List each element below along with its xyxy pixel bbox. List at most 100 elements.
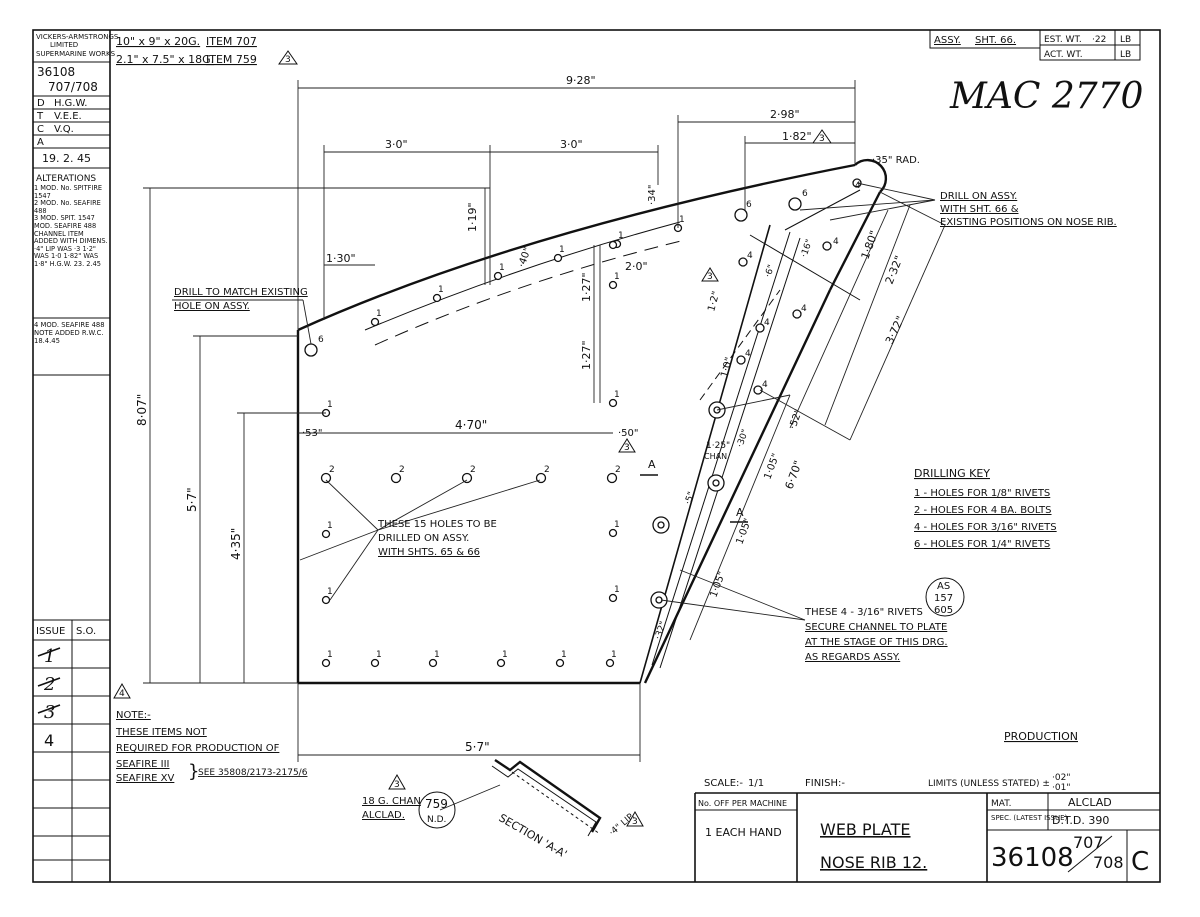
- as-line3: 605: [934, 605, 953, 616]
- svg-text:2: 2: [615, 465, 621, 475]
- revision-triangle-icon: [388, 773, 406, 790]
- note-rivets-3: AT THE STAGE OF THIS DRG.: [805, 637, 948, 648]
- issue-4: 4: [44, 731, 54, 750]
- signoff-a-key: A: [37, 137, 44, 148]
- dim-40: ·40": [516, 246, 533, 269]
- rivet-hole-icon: 1: [553, 245, 565, 263]
- svg-text:1: 1: [561, 650, 567, 660]
- rivet-hole-icon: 1: [605, 650, 617, 668]
- quarter-rivet-hole-icon: 6: [788, 189, 808, 211]
- revision-triangle-icon: [278, 50, 298, 65]
- note-line4: SEAFIRE XV: [116, 773, 175, 784]
- dim-chan: CHAN: [704, 452, 727, 461]
- revision-triangle-icon: [626, 810, 644, 827]
- notes: DRILL TO MATCH EXISTING HOLE ON ASSY. DR…: [113, 191, 1117, 829]
- svg-text:4: 4: [833, 237, 839, 247]
- alteration-2: 2 MOD. No. SEAFIRE 488: [34, 199, 101, 215]
- note-drill-match-1: DRILL TO MATCH EXISTING: [174, 287, 308, 298]
- svg-text:4: 4: [801, 304, 807, 314]
- item-bubble: [418, 791, 456, 829]
- scale-value: 1/1: [748, 778, 764, 789]
- note-drill-assy-1: DRILL ON ASSY.: [940, 191, 1017, 202]
- note-rivets-4: AS REGARDS ASSY.: [805, 652, 900, 663]
- dimension-lines: [143, 80, 946, 762]
- drilling-key-item-4: 6 - HOLES FOR 1/4" RIVETS: [914, 539, 1050, 550]
- limits-plus: ·02": [1052, 773, 1070, 783]
- revision-triangle-icon: [113, 682, 131, 699]
- assy-value: SHT. 66.: [975, 35, 1016, 46]
- rivet-hole-icon: 4: [736, 349, 751, 365]
- rivet-hole-icon: 4: [755, 318, 770, 333]
- quarter-rivet-hole-icon: 6: [734, 200, 752, 222]
- rivet-hole-icon: 1: [608, 390, 620, 408]
- signoff-d-key: D: [37, 98, 45, 109]
- note-drill-assy-2: WITH SHT. 66 &: [940, 204, 1019, 215]
- note-fifteen-2: DRILLED ON ASSY.: [378, 533, 469, 544]
- part-title-2: NOSE RIB 12.: [820, 853, 927, 872]
- note-rivets-1: THESE 4 - 3/16" RIVETS: [804, 607, 923, 618]
- spec-value: D.T.D. 390: [1052, 814, 1109, 827]
- alteration-3: 3 MOD. SPIT. 1547 MOD. SEAFIRE 488 CHANN…: [34, 214, 108, 268]
- web-plate: [296, 158, 888, 685]
- as-line2: 157: [934, 593, 953, 604]
- rivet-hole-icon: [608, 240, 618, 250]
- sidebar-drawing-no: 36108: [37, 65, 75, 79]
- dim-3-0-a: 3·0": [385, 138, 408, 151]
- rivet-hole-icon: 1: [370, 309, 382, 327]
- dim-16: ·16": [799, 238, 815, 259]
- svg-text:4: 4: [119, 689, 125, 699]
- sidebar-date: 19. 2. 45: [42, 152, 91, 165]
- dim-1-19: 1·19": [466, 202, 479, 232]
- channel-rivet-icon: [652, 516, 670, 534]
- svg-text:2: 2: [329, 465, 335, 475]
- dim-1-30: 1·30": [326, 252, 356, 265]
- rivet-hole-icon: 1: [555, 650, 567, 668]
- alteration-4-box: 4 MOD. SEAFIRE 488 NOTE ADDED R.W.C. 18.…: [34, 321, 105, 345]
- sidebar-drawing-sub: 707/708: [48, 80, 98, 94]
- dim-2-0: 2·0": [625, 260, 648, 273]
- dim-5: ·5": [683, 491, 697, 506]
- production-label: PRODUCTION: [1004, 730, 1078, 743]
- scale-label: SCALE:-: [704, 778, 743, 789]
- revision-triangle-icon: [618, 438, 636, 453]
- dim-1-05-c: 1·05": [708, 570, 728, 599]
- material-line2: 2.1" x 7.5" x 18G.: [116, 53, 214, 66]
- bubble-nd: N.D.: [427, 815, 446, 825]
- dim-1-27-b: 1·27": [580, 340, 593, 370]
- note-brace: }: [188, 761, 199, 782]
- assy-label: ASSY.: [934, 35, 961, 46]
- svg-text:1: 1: [499, 263, 505, 273]
- dim-overall-width: 9·28": [566, 74, 596, 87]
- chan-label-1: 18 G. CHAN: [362, 796, 421, 807]
- chan-label-2: ALCLAD.: [362, 810, 405, 821]
- leader-lines: [172, 182, 936, 811]
- dim-1-2: 1·2": [706, 290, 722, 313]
- mat-value: ALCLAD: [1068, 796, 1112, 809]
- material-item1: ITEM 707: [206, 35, 257, 48]
- svg-text:3: 3: [632, 817, 638, 827]
- rivet-hole-icon: 1: [321, 650, 333, 668]
- svg-text:4: 4: [764, 318, 770, 328]
- rivet-hole-icon: 1: [608, 272, 620, 290]
- as-bubble: [925, 577, 965, 617]
- limits-minus: ·01": [1052, 783, 1070, 793]
- title-block: PRODUCTION SCALE:- 1/1 FINISH:- LIMITS (…: [694, 730, 1160, 882]
- dim-6-70: 6·70": [783, 459, 805, 491]
- dim-8-07: 8·07": [135, 394, 149, 426]
- rivet-hole-icon: 1: [428, 650, 440, 668]
- section-mark-a1: A: [648, 458, 656, 471]
- part-title-1: WEB PLATE: [820, 820, 911, 839]
- drilling-key-item-2: 2 - HOLES FOR 4 BA. BOLTS: [914, 505, 1052, 516]
- dim-1-0: 1·0": [719, 356, 735, 379]
- svg-text:1: 1: [327, 650, 333, 660]
- finish-label: FINISH:-: [805, 778, 845, 789]
- issue-1: 1: [44, 646, 55, 667]
- svg-text:1: 1: [559, 245, 565, 255]
- materials: 10" x 9" x 20G. ITEM 707 2.1" x 7.5" x 1…: [116, 35, 298, 66]
- svg-text:1: 1: [502, 650, 508, 660]
- svg-text:1: 1: [438, 285, 444, 295]
- signoff-d-value: H.G.W.: [54, 98, 87, 109]
- rivet-hole-icon: 1: [321, 400, 333, 418]
- channel-rivet-icon: [707, 474, 725, 492]
